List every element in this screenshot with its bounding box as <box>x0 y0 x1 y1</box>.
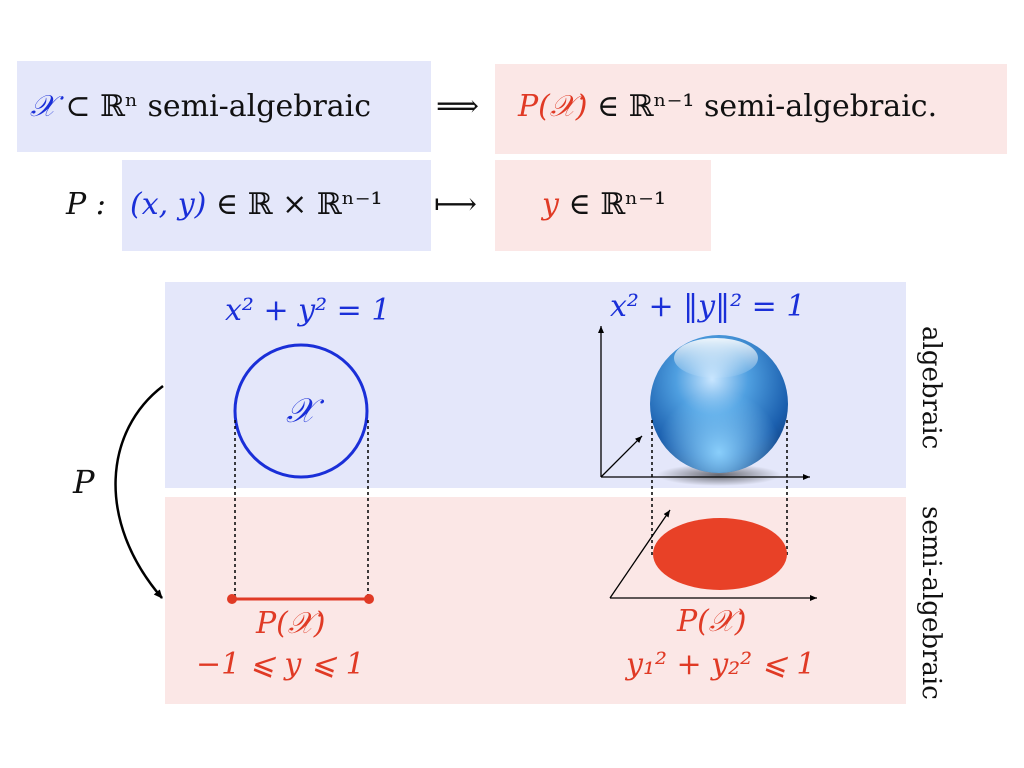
row1-left-statement: 𝒳 ⊂ ℝⁿ semi-algebraic <box>30 92 371 122</box>
projection-arrow <box>114 385 164 599</box>
left-projection-label: P(𝒳) <box>256 606 326 641</box>
image-text: ∈ ℝⁿ⁻¹ <box>558 187 667 222</box>
row1-right-box <box>495 64 1007 154</box>
row1-right-statement: P(𝒳) ∈ ℝⁿ⁻¹ semi-algebraic. <box>518 92 937 122</box>
row1-left-text: ⊂ ℝⁿ semi-algebraic <box>55 89 372 124</box>
circle-set-label: 𝒳 <box>286 391 316 431</box>
map-image: y ∈ ℝⁿ⁻¹ <box>542 190 666 220</box>
sphere-equation: x² + ‖y‖² = 1 <box>610 289 806 324</box>
left-inequality: −1 ⩽ y ⩽ 1 <box>196 647 365 682</box>
map-domain: (x, y) ∈ ℝ × ℝⁿ⁻¹ <box>130 190 383 220</box>
interval-endpoint-left <box>227 594 237 604</box>
sphere-shadow <box>657 464 781 486</box>
row1-right-text: ∈ ℝⁿ⁻¹ semi-algebraic. <box>587 89 938 124</box>
row1-left-box <box>17 61 431 152</box>
projection-arrow-label: P <box>73 463 95 501</box>
set-x-symbol: 𝒳 <box>30 89 56 124</box>
axis-depth-bottom <box>609 509 671 599</box>
row2-right-box <box>495 160 711 251</box>
circle-equation: x² + y² = 1 <box>225 293 391 328</box>
semi-algebraic-side-label: semi-algebraic <box>916 506 946 700</box>
domain-text: ∈ ℝ × ℝⁿ⁻¹ <box>206 187 383 222</box>
unit-circle <box>233 343 369 479</box>
implies-symbol: ⟹ <box>436 89 480 124</box>
domain-variable: (x, y) <box>130 187 207 222</box>
interval-endpoint-right <box>364 594 374 604</box>
mapsto-symbol: ⟼ <box>434 187 478 222</box>
right-inequality: y₁² + y₂² ⩽ 1 <box>626 647 816 682</box>
image-variable: y <box>542 187 559 222</box>
algebraic-side-label: algebraic <box>916 326 946 450</box>
map-label: P : <box>66 187 106 222</box>
projection-symbol: P(𝒳) <box>518 89 588 124</box>
projected-disk <box>653 518 787 590</box>
sphere-highlight <box>674 338 758 378</box>
right-projection-label: P(𝒳) <box>677 604 747 639</box>
axis-depth-top <box>600 435 643 478</box>
row2-left-box <box>122 160 431 251</box>
